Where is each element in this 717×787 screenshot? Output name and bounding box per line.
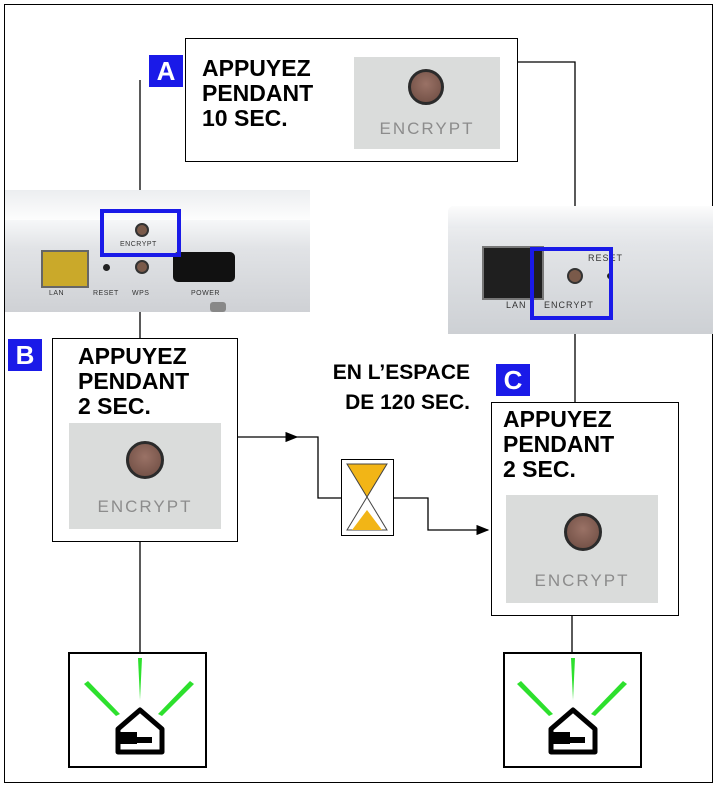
step-c-text: APPUYEZ PENDANT 2 SEC. [503, 407, 614, 482]
led-ray-icon [517, 681, 553, 716]
time-window-line-1: EN L’ESPACE [332, 361, 470, 384]
encrypt-label-small: ENCRYPT [120, 241, 157, 248]
outer-frame [4, 4, 713, 783]
encrypt-button-icon[interactable] [564, 513, 602, 551]
step-b-line-3: 2 SEC. [78, 393, 151, 419]
step-a-line-3: 10 SEC. [202, 105, 288, 131]
step-c-line-1: APPUYEZ [503, 406, 612, 432]
label-b: B [8, 339, 42, 371]
reset-hole [103, 264, 110, 271]
encrypt-label: ENCRYPT [379, 119, 475, 138]
encrypt-label-small: ENCRYPT [544, 300, 594, 310]
wps-label: WPS [132, 290, 150, 297]
encrypt-button-icon[interactable] [126, 441, 164, 479]
led-ray-icon [158, 681, 194, 716]
power-label: POWER [191, 290, 220, 297]
encrypt-button-icon[interactable] [408, 69, 444, 105]
right-encrypt-highlight [530, 247, 613, 320]
step-c-line-2: PENDANT [503, 431, 615, 457]
line-a-to-right-device [518, 61, 576, 250]
step-a-text: APPUYEZ PENDANT 10 SEC. [202, 56, 313, 131]
label-a: A [149, 55, 183, 87]
encrypt-label: ENCRYPT [97, 497, 193, 516]
line-timer-in [297, 436, 342, 499]
step-a-box: APPUYEZ PENDANT 10 SEC. ENCRYPT [185, 38, 518, 162]
power-port [173, 252, 235, 282]
encrypt-button-closeup: ENCRYPT [354, 57, 500, 149]
left-device-rear: LAN RESET WPS ENCRYPT POWER [5, 190, 310, 312]
led-ray-icon [591, 681, 627, 716]
step-c-box: APPUYEZ PENDANT 2 SEC. ENCRYPT [491, 402, 679, 616]
wps-button-icon[interactable] [135, 260, 149, 274]
lan-label: LAN [49, 290, 65, 297]
time-window-text: EN L’ESPACE DE 120 SEC. [258, 358, 470, 418]
device-foot [210, 302, 226, 312]
reset-label: RESET [93, 290, 119, 297]
timer-box [341, 459, 394, 536]
step-b-line-2: PENDANT [78, 368, 190, 394]
left-device-top [5, 190, 310, 220]
label-c: C [496, 364, 530, 396]
lan-label: LAN [506, 300, 527, 310]
led-ray-icon [138, 658, 142, 700]
led-ray-icon [571, 658, 575, 700]
time-window-line-2: DE 120 SEC. [345, 391, 470, 414]
step-b-line-1: APPUYEZ [78, 343, 187, 369]
step-a-line-2: PENDANT [202, 80, 314, 106]
hourglass-icon [346, 463, 388, 531]
encrypt-button-small-icon[interactable] [135, 223, 149, 237]
arrow-timer-to-c [394, 497, 490, 536]
step-b-text: APPUYEZ PENDANT 2 SEC. [78, 344, 189, 419]
led-indicator-left [68, 652, 207, 768]
led-indicator-right [503, 652, 642, 768]
powerline-house-icon [517, 658, 627, 755]
step-b-box: APPUYEZ PENDANT 2 SEC. ENCRYPT [52, 338, 238, 542]
led-ray-icon [84, 681, 120, 716]
encrypt-button-closeup: ENCRYPT [69, 423, 221, 529]
encrypt-label: ENCRYPT [534, 571, 630, 590]
step-a-line-1: APPUYEZ [202, 55, 311, 81]
right-device-top [448, 206, 713, 228]
step-c-line-3: 2 SEC. [503, 456, 576, 482]
lan-port [41, 250, 89, 288]
reset-label: RESET [588, 253, 624, 263]
encrypt-button-closeup: ENCRYPT [506, 495, 658, 603]
powerline-house-icon [84, 658, 194, 755]
encrypt-button-small-icon[interactable] [567, 268, 583, 284]
left-encrypt-highlight [100, 209, 181, 257]
